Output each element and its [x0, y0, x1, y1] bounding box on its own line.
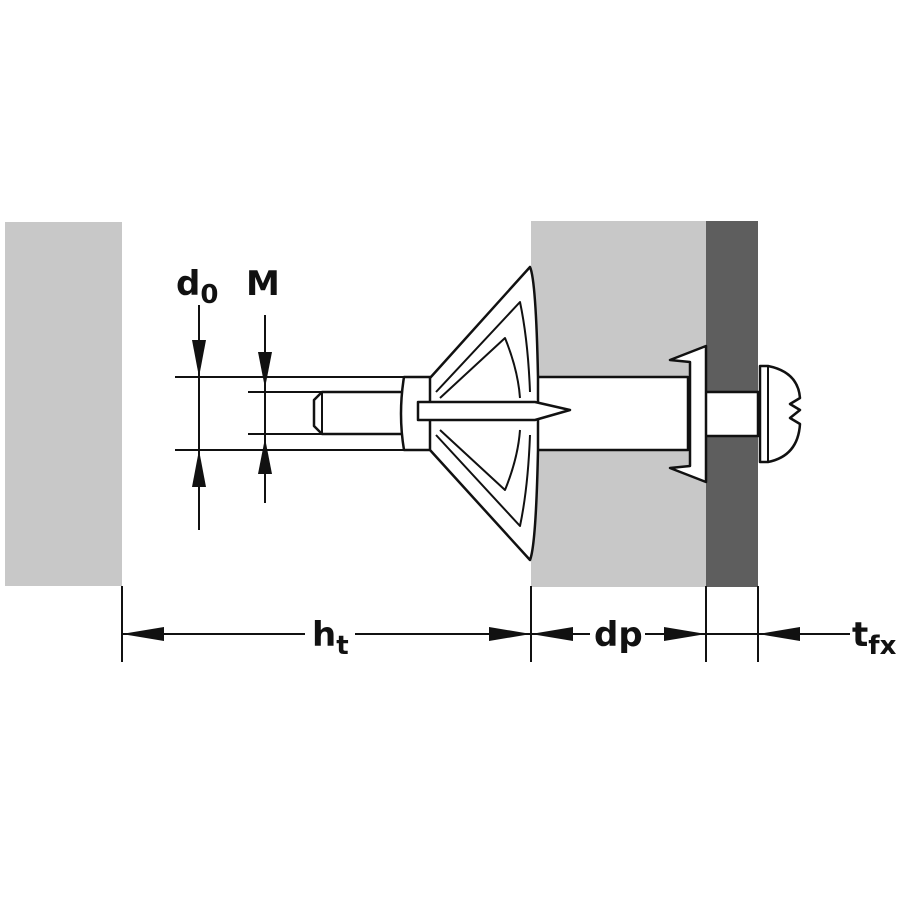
d0-dimension [175, 305, 404, 530]
expansion-wing-inner [439, 337, 521, 491]
m-dimension [248, 315, 322, 503]
sleeve-collar [668, 344, 708, 484]
expansion-wing-middle [435, 301, 531, 527]
label-tfx: tfx [852, 615, 897, 661]
label-d0: d0 [176, 264, 218, 310]
tfx-dimension [706, 627, 850, 641]
bolt-shank-through-fixture [702, 390, 760, 438]
label-dp: dp [594, 615, 643, 655]
label-ht: ht [312, 615, 349, 661]
label-m: M [246, 264, 280, 304]
threaded-rod [312, 390, 406, 436]
base-material-left [5, 222, 122, 586]
ht-dimension [122, 627, 531, 641]
dp-dimension [531, 627, 706, 641]
expansion-spike [416, 400, 572, 422]
bolt-head [758, 364, 802, 464]
